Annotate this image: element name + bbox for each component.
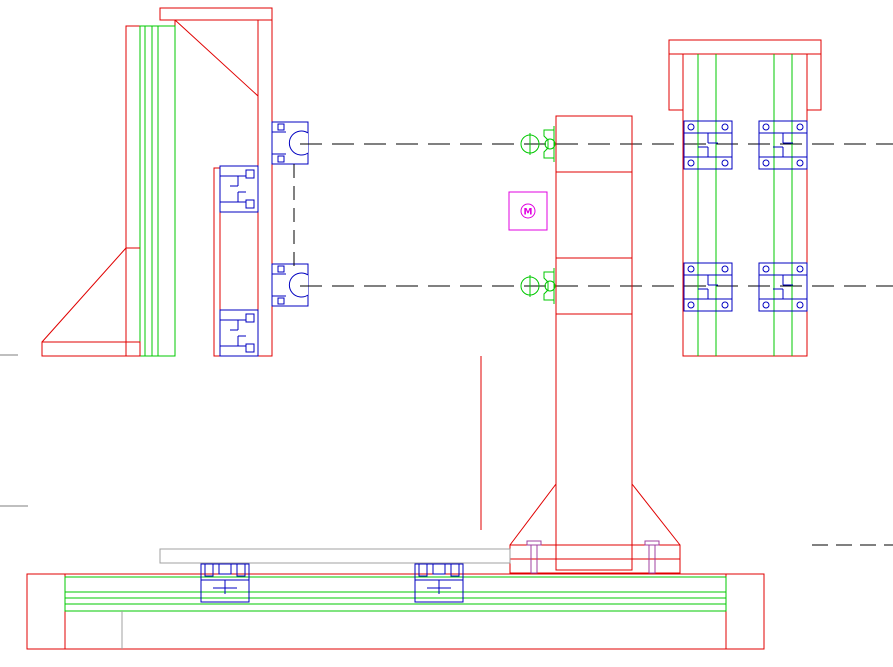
motor-label: M: [524, 208, 533, 218]
motor-icon: M: [508, 191, 548, 231]
right-front-view: [668, 39, 822, 357]
centerlines: [300, 143, 893, 546]
left-side-view: [0, 7, 309, 507]
base-frame: [26, 548, 765, 650]
center-column: M: [480, 115, 681, 574]
